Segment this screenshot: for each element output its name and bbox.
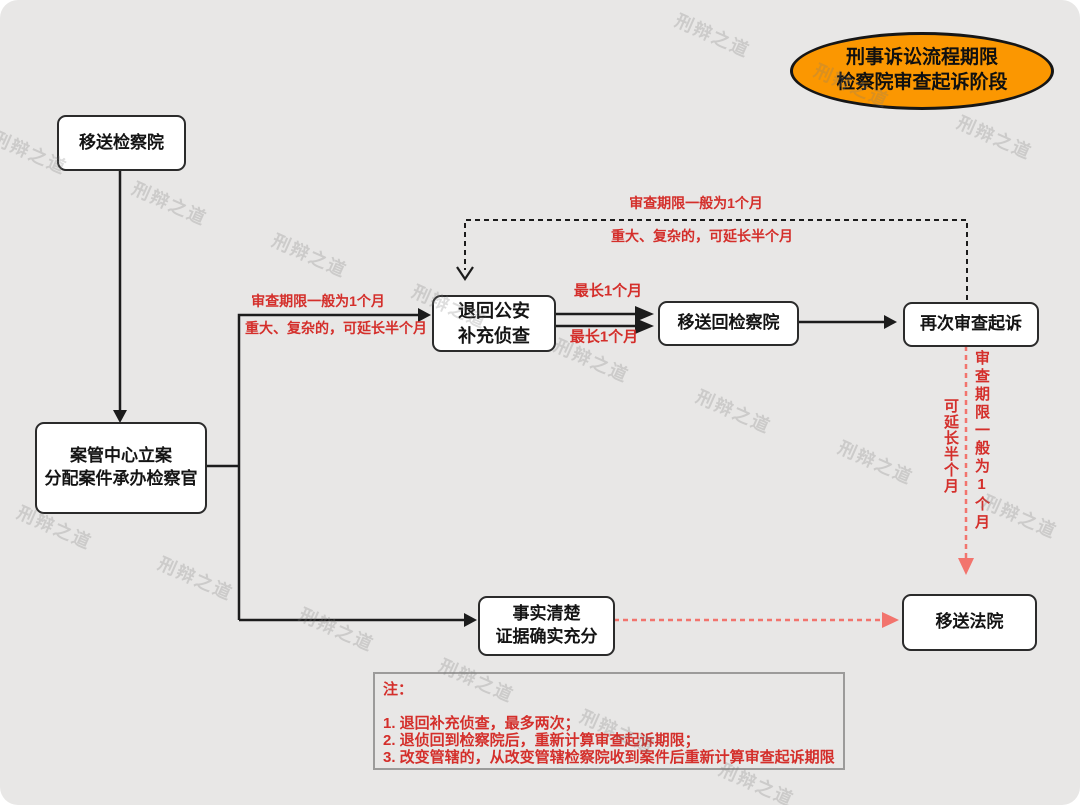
label-vertical-extend-half: 可延长半个月 xyxy=(942,398,959,494)
note-box: 注： 1. 退回补充侦查，最多两次； 2. 退侦回到检察院后，重新计算审查起诉期… xyxy=(373,672,845,770)
watermark-text: 刑辩之道 xyxy=(435,655,518,707)
label-loop-review-period: 审查期限一般为1个月 xyxy=(629,195,763,211)
node-label: 移送回检察院 xyxy=(677,313,780,333)
label-vertical-review-period: 审查期限一般为1个月 xyxy=(973,350,990,532)
label-loop-major-complex: 重大、复杂的，可延长半个月 xyxy=(611,228,793,244)
label-branch-review-period: 审查期限一般为1个月 xyxy=(251,293,385,309)
watermark-text: 刑辩之道 xyxy=(953,112,1036,164)
watermark-text: 刑辩之道 xyxy=(834,437,917,489)
watermark-text: 刑辩之道 xyxy=(810,60,893,112)
arrow-transfer-to-case-center xyxy=(113,167,127,423)
red-dashed-right-arrow xyxy=(614,612,899,628)
node-label: 再次审查起诉 xyxy=(920,314,1022,334)
watermark-text: 刑辩之道 xyxy=(154,553,237,605)
node-transfer-procuratorate: 移送检察院 xyxy=(57,115,186,171)
watermark-text: 刑辩之道 xyxy=(128,178,211,230)
node-return-police: 退回公安 补充侦查 xyxy=(432,295,556,352)
node-case-center: 案管中心立案 分配案件承办检察官 xyxy=(35,422,207,514)
watermark-text: 刑辩之道 xyxy=(0,127,71,179)
label-branch-major-complex: 重大、复杂的，可延长半个月 xyxy=(245,320,427,336)
watermark-text: 刑辩之道 xyxy=(978,491,1061,543)
double-arrow-lower xyxy=(554,318,654,334)
node-transfer-court: 移送法院 xyxy=(902,594,1037,651)
watermark-text: 刑辩之道 xyxy=(671,10,754,62)
watermark-text: 刑辩之道 xyxy=(268,230,351,282)
node-label: 案管中心立案 分配案件承办检察官 xyxy=(44,446,198,488)
node-re-review: 再次审查起诉 xyxy=(903,302,1039,347)
watermark-text: 刑辩之道 xyxy=(408,281,491,333)
node-facts-clear: 事实清楚 证据确实充分 xyxy=(478,596,615,656)
watermark-text: 刑辩之道 xyxy=(692,386,775,438)
watermark-text: 刑辩之道 xyxy=(550,335,633,387)
note-item-3: 3. 改变管辖的，从改变管辖检察院收到案件后重新计算审查起诉期限 xyxy=(383,749,835,766)
note-title: 注： xyxy=(383,681,414,698)
watermark-text: 刑辩之道 xyxy=(13,502,96,554)
label-max-one-month-upper: 最长1个月 xyxy=(573,282,643,300)
watermark-text: 刑辩之道 xyxy=(715,759,798,805)
node-back-to-procuratorate: 移送回检察院 xyxy=(658,301,799,346)
label-max-one-month-lower: 最长1个月 xyxy=(569,328,639,346)
double-arrow-upper xyxy=(554,306,654,322)
title-text: 刑事诉讼流程期限 检察院审查起诉阶段 xyxy=(836,47,1008,93)
note-item-1: 1. 退回补充侦查，最多两次； xyxy=(383,715,580,732)
node-label: 移送检察院 xyxy=(79,132,164,152)
node-label: 移送法院 xyxy=(935,612,1004,632)
dashed-loop-arrow xyxy=(456,219,968,300)
red-dashed-down-arrow xyxy=(958,346,974,575)
branch-connector xyxy=(203,308,431,620)
note-item-2: 2. 退侦回到检察院后，重新计算审查起诉期限； xyxy=(383,732,700,749)
arrow-to-re-review xyxy=(796,315,897,329)
watermark-text: 刑辩之道 xyxy=(295,604,378,656)
node-label: 退回公安 补充侦查 xyxy=(458,301,530,346)
title-ellipse: 刑事诉讼流程期限 检察院审查起诉阶段 xyxy=(790,32,1054,110)
watermark-text: 刑辩之道 xyxy=(576,706,659,758)
node-label: 事实清楚 证据确实充分 xyxy=(495,604,598,646)
arrow-to-facts-clear xyxy=(239,613,477,627)
